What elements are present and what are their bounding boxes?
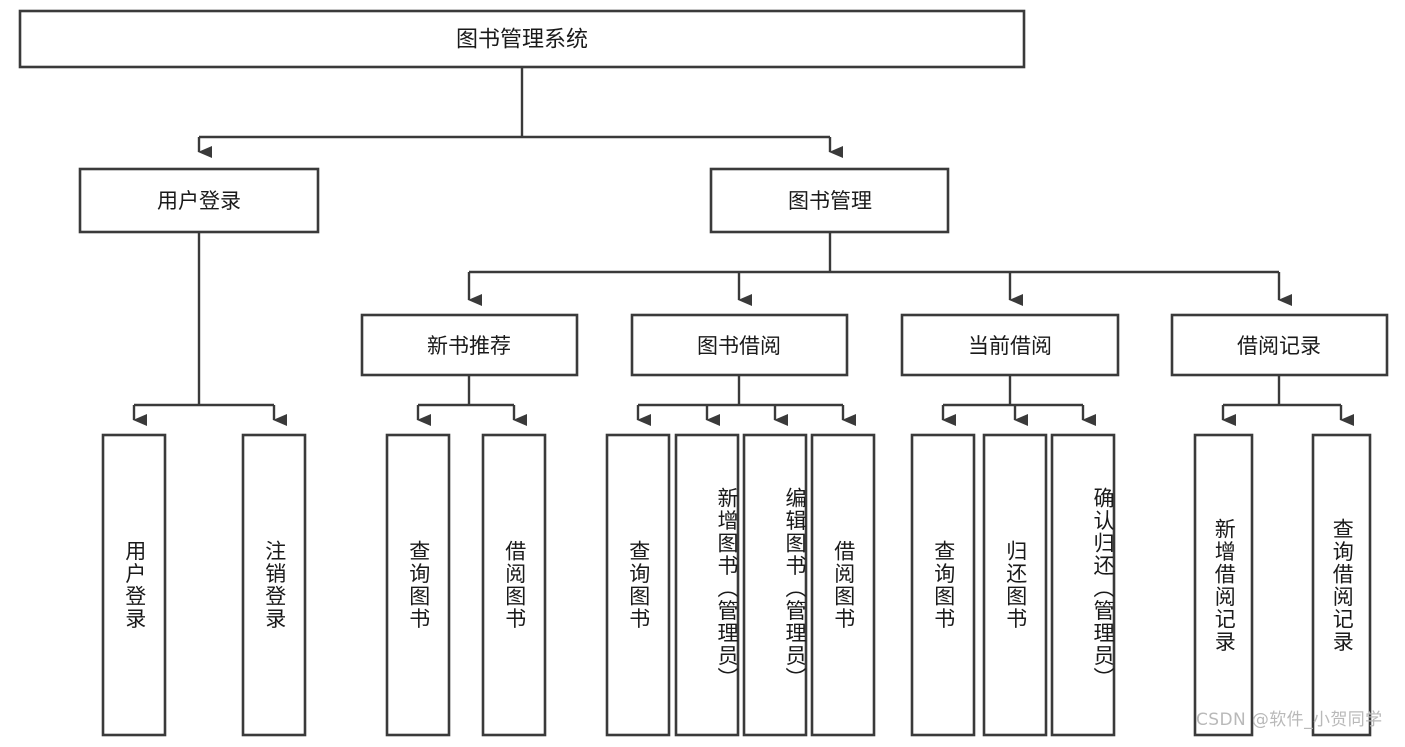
connector-group-book-manage bbox=[467, 232, 1292, 306]
node-new-book-recommend[interactable]: 新书推荐 bbox=[360, 313, 579, 377]
node-book-manage-label: 图书管理 bbox=[788, 189, 872, 213]
connector-group-book-borrow bbox=[636, 375, 856, 426]
node-new-book-recommend-box[interactable] bbox=[360, 313, 579, 377]
node-borrow-record[interactable]: 借阅记录 bbox=[1170, 313, 1389, 377]
node-book-borrow-label: 图书借阅 bbox=[697, 334, 781, 358]
connector-group-new-book-recommend bbox=[416, 375, 527, 426]
node-user-login-label: 用户登录 bbox=[157, 189, 241, 213]
node-user-login-box[interactable] bbox=[78, 167, 320, 234]
leaf-box-query-book-borrow[interactable] bbox=[605, 433, 671, 737]
node-borrow-record-box[interactable] bbox=[1170, 313, 1389, 377]
leaf-box-confirm-return[interactable] bbox=[1050, 433, 1116, 737]
node-user-login[interactable]: 用户登录 bbox=[78, 167, 320, 234]
leaf-box-add-book[interactable] bbox=[674, 433, 740, 737]
leaf-box-user-login[interactable] bbox=[101, 433, 167, 737]
leaf-box-query-book-current[interactable] bbox=[910, 433, 976, 737]
node-borrow-record-label: 借阅记录 bbox=[1237, 334, 1321, 358]
connector-group-user-login bbox=[132, 232, 287, 426]
leaf-box-borrow-book-rec[interactable] bbox=[481, 433, 547, 737]
connector-group-borrow-record bbox=[1221, 375, 1354, 426]
node-new-book-recommend-label: 新书推荐 bbox=[427, 334, 511, 358]
leaf-box-edit-book[interactable] bbox=[742, 433, 808, 737]
node-book-borrow-box[interactable] bbox=[630, 313, 849, 377]
node-book-manage[interactable]: 图书管理 bbox=[709, 167, 950, 234]
node-root-label: 图书管理系统 bbox=[456, 28, 588, 53]
leaf-box-add-record[interactable] bbox=[1193, 433, 1254, 737]
node-current-borrow[interactable]: 当前借阅 bbox=[900, 313, 1120, 377]
connector-group-root bbox=[197, 67, 843, 158]
leaf-box-borrow-book[interactable] bbox=[810, 433, 876, 737]
leaf-boxes bbox=[101, 433, 1372, 737]
node-root-box[interactable] bbox=[18, 9, 1026, 69]
node-book-borrow[interactable]: 图书借阅 bbox=[630, 313, 849, 377]
leaf-box-user-logout[interactable] bbox=[241, 433, 307, 737]
leaf-box-return-book[interactable] bbox=[982, 433, 1048, 737]
csdn-watermark: CSDN @软件_小贺同学 bbox=[1196, 710, 1383, 730]
connector-group-current-borrow bbox=[941, 375, 1096, 426]
node-book-manage-box[interactable] bbox=[709, 167, 950, 234]
leaf-box-query-record[interactable] bbox=[1311, 433, 1372, 737]
node-current-borrow-box[interactable] bbox=[900, 313, 1120, 377]
node-current-borrow-label: 当前借阅 bbox=[968, 334, 1052, 358]
node-root[interactable]: 图书管理系统 bbox=[18, 9, 1026, 69]
leaf-box-query-book-rec[interactable] bbox=[385, 433, 451, 737]
